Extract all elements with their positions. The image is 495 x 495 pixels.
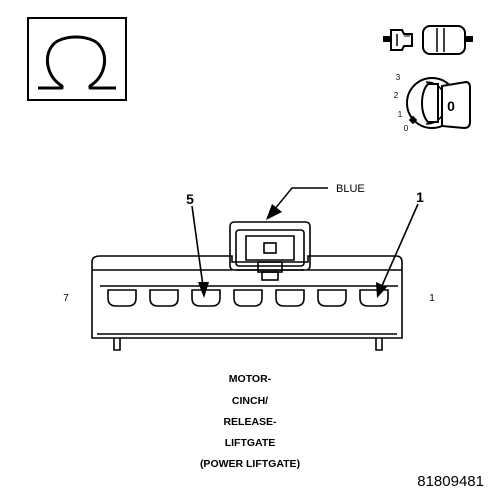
caption-line-1: MOTOR- — [229, 373, 272, 385]
terminal-cavities — [107, 289, 389, 307]
terminal-cavity — [233, 289, 263, 307]
caption-line-5: (POWER LIFTGATE) — [200, 458, 300, 470]
end-label-left: 7 — [63, 293, 69, 304]
disconnected-connector-icon — [383, 25, 473, 55]
connector-color-label: BLUE — [336, 183, 365, 195]
ignition-position-1: 1 — [398, 110, 403, 119]
ignition-position-3: 3 — [396, 73, 401, 82]
pin-5-label: 5 — [186, 191, 194, 207]
ignition-position-0: 0 — [404, 124, 409, 133]
blue-color-callout: BLUE — [266, 183, 365, 220]
ohmmeter-omega-icon — [27, 17, 127, 101]
figure-number: 81809481 — [417, 473, 484, 490]
end-label-right: 1 — [429, 293, 435, 304]
ignition-position-2: 2 — [394, 91, 399, 100]
pin-1-callout: 1 — [376, 189, 424, 298]
pin-1-label: 1 — [416, 189, 424, 205]
ignition-key-position-label: 0 — [447, 98, 455, 114]
terminal-cavity — [275, 289, 305, 307]
connector-body — [91, 255, 403, 351]
caption-line-4: LIFTGATE — [225, 437, 276, 449]
caption-line-3: RELEASE- — [223, 416, 277, 428]
terminal-cavity — [107, 289, 137, 307]
ignition-key-switch-icon: 3 2 1 0 0 — [394, 73, 471, 133]
caption-line-2: CINCH/ — [232, 395, 268, 407]
connector-locking-tab — [229, 221, 311, 281]
pin-5-callout: 5 — [186, 191, 209, 298]
terminal-cavity — [149, 289, 179, 307]
connector-caption: MOTOR- CINCH/ RELEASE- LIFTGATE (POWER L… — [200, 373, 300, 470]
terminal-cavity — [317, 289, 347, 307]
terminal-cavity — [359, 289, 389, 307]
terminal-cavity — [191, 289, 221, 307]
